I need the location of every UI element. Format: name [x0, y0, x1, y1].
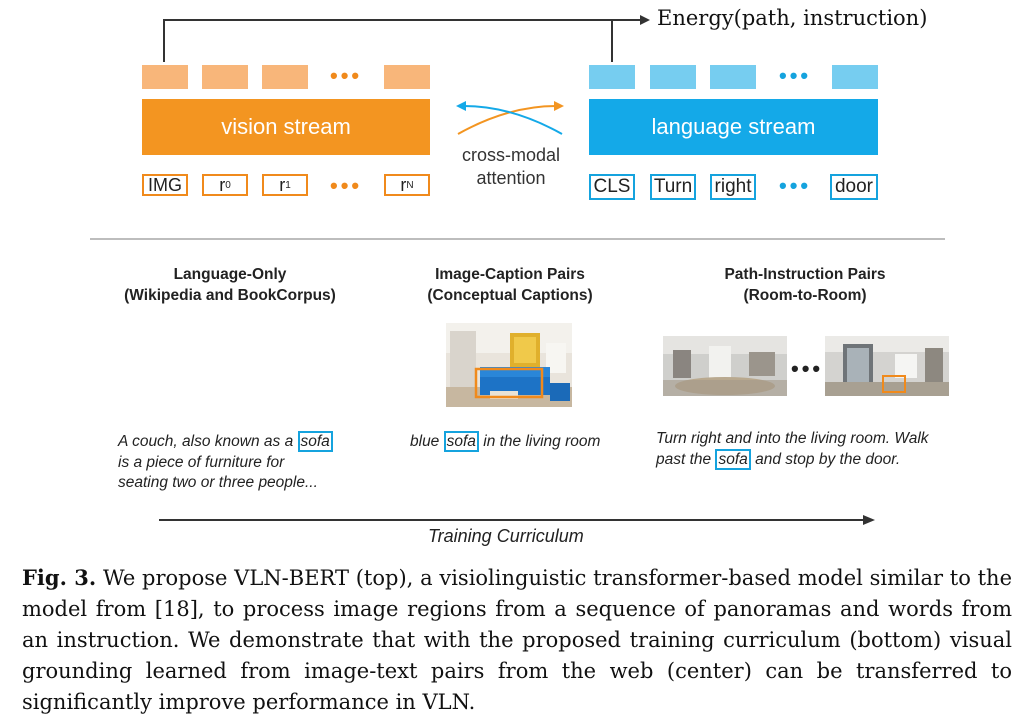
cross-modal-label: cross-modal attention: [441, 144, 581, 190]
vision-input-r0-sup: 0: [225, 179, 231, 191]
example1-line1: A couch, also known as a sofa: [118, 431, 368, 453]
example1-line2: is a piece of furniture for: [118, 453, 285, 471]
column-title-image-caption: Image-Caption Pairs (Conceptual Captions…: [380, 264, 640, 306]
panorama-ellipsis: •••: [791, 356, 824, 381]
vision-input-r0-base: r: [219, 174, 226, 195]
panorama-image-1: [663, 336, 787, 396]
path-instruction-example: Turn right and into the living room. Wal…: [656, 429, 956, 470]
figure-caption-text: We propose VLN-BERT (top), a visiolingui…: [22, 566, 1012, 714]
language-input-ellipsis: •••: [779, 173, 812, 198]
language-output-token: [832, 65, 878, 89]
example3-line2: past the sofa and stop by the door.: [656, 448, 956, 471]
example3-line1: Turn right and into the living room. Wal…: [656, 430, 929, 447]
vision-output-token: [384, 65, 430, 89]
image-caption-example: blue sofa in the living room: [410, 431, 640, 453]
vision-input-r1-sup: 1: [285, 179, 291, 191]
example3-pre: past the: [656, 450, 716, 468]
figure-label: Fig. 3.: [22, 565, 97, 590]
vision-input-rN-base: r: [400, 174, 407, 195]
sofa-highlight: sofa: [443, 431, 479, 452]
cross-modal-arrows: [456, 101, 564, 135]
vision-input-ellipsis: •••: [330, 173, 363, 198]
cross-modal-line1: cross-modal: [461, 145, 561, 165]
curriculum-arrow: [159, 515, 875, 525]
curriculum-axis-label: Training Curriculum: [428, 526, 584, 546]
example1-line3: seating two or three people...: [118, 474, 318, 491]
column-title-line2: (Room-to-Room): [743, 287, 867, 304]
language-input-right: right: [710, 174, 756, 200]
column-title-language-only: Language-Only (Wikipedia and BookCorpus): [90, 264, 370, 306]
vision-output-token: [142, 65, 188, 89]
column-title-line1: Language-Only: [173, 266, 287, 283]
language-output-token: [710, 65, 756, 89]
energy-connector: [163, 15, 650, 62]
sofa-region-box: [474, 367, 544, 399]
example1-pre: A couch, also known as a: [118, 433, 298, 450]
figure-caption: Fig. 3. We propose VLN-BERT (top), a vis…: [22, 562, 1012, 718]
language-input-turn: Turn: [650, 174, 696, 200]
energy-arrow-head: [640, 15, 650, 25]
section-divider: [90, 238, 945, 240]
orange-arrow-head: [554, 101, 564, 111]
vision-stream: vision stream: [142, 99, 430, 155]
vision-output-ellipsis: •••: [330, 63, 363, 88]
example2-post: in the living room: [478, 433, 601, 450]
cross-modal-line2: attention: [476, 168, 546, 188]
panorama-image-2: [825, 336, 949, 396]
sofa-highlight: sofa: [297, 431, 333, 452]
vision-input-r1-base: r: [279, 174, 286, 195]
vision-output-token: [202, 65, 248, 89]
living-room-photo: [446, 323, 572, 407]
language-only-example: A couch, also known as a sofa is a piece…: [118, 431, 368, 494]
blue-arrow-head: [456, 101, 466, 111]
vision-output-token: [262, 65, 308, 89]
column-title-line2: (Wikipedia and BookCorpus): [124, 287, 336, 304]
sofa-region-box: [882, 375, 906, 393]
language-input-cls: CLS: [589, 174, 635, 200]
column-title-path-instruction: Path-Instruction Pairs (Room-to-Room): [665, 264, 945, 306]
vision-input-rN-sup: N: [406, 179, 414, 191]
vision-input-img: IMG: [142, 174, 188, 196]
column-title-line1: Path-Instruction Pairs: [724, 266, 886, 283]
example3-post: and stop by the door.: [750, 450, 901, 468]
curriculum-arrow-head: [863, 515, 875, 525]
column-title-line2: (Conceptual Captions): [427, 287, 593, 304]
energy-label: Energy(path, instruction): [657, 6, 928, 30]
language-input-door: door: [830, 174, 878, 200]
sofa-highlight: sofa: [715, 448, 751, 470]
column-title-line1: Image-Caption Pairs: [435, 266, 585, 283]
language-output-token: [650, 65, 696, 89]
language-output-token: [589, 65, 635, 89]
language-output-ellipsis: •••: [779, 63, 812, 88]
language-stream: language stream: [589, 99, 878, 155]
example2-pre: blue: [410, 433, 444, 450]
